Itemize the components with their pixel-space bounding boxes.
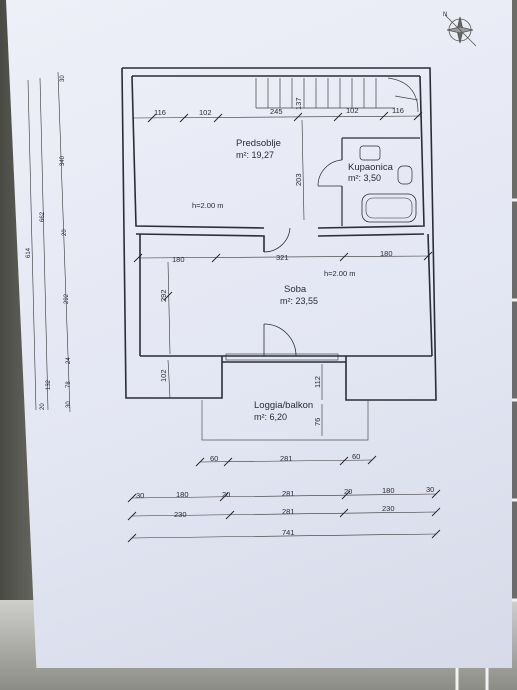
dim-label: 292 xyxy=(159,289,168,302)
dim-label: 20 xyxy=(40,403,46,410)
dim-label: 116 xyxy=(154,108,166,117)
dim-label: 230 xyxy=(174,510,187,519)
loggia-outline xyxy=(201,400,369,441)
walls xyxy=(121,67,437,401)
stairs xyxy=(255,77,419,113)
paper-sheet xyxy=(6,0,512,668)
bathroom xyxy=(317,137,420,226)
dim-label: 102 xyxy=(159,369,168,382)
doors xyxy=(225,227,339,361)
dim-label: 116 xyxy=(392,106,404,115)
dim-label: 662 xyxy=(40,211,46,222)
dim-label: 281 xyxy=(280,454,293,463)
dimension-ticks xyxy=(127,111,441,543)
room-name-predsoblje: Predsoblje xyxy=(236,138,281,149)
height-upper: h=2.00 m xyxy=(192,201,223,210)
height-lower: h=2.00 m xyxy=(324,269,355,278)
dim-label: 30 xyxy=(66,401,72,408)
dim-label: 102 xyxy=(346,106,359,115)
dim-label: 180 xyxy=(172,255,185,264)
dim-label: 137 xyxy=(294,97,303,110)
room-name-kupaonica: Kupaonica xyxy=(348,162,394,173)
dim-label: 340 xyxy=(60,155,66,166)
dim-label: 24 xyxy=(66,357,72,364)
dim-label: 30 xyxy=(426,485,434,494)
dim-label: 60 xyxy=(210,454,218,463)
dim-label: 60 xyxy=(352,452,360,461)
dim-label: 180 xyxy=(380,249,393,258)
dim-label: 614 xyxy=(26,247,32,258)
dim-label: 292 xyxy=(64,293,70,304)
dim-label: 741 xyxy=(282,528,295,537)
room-area-predsoblje: m²: 19,27 xyxy=(236,150,274,160)
dim-label: 245 xyxy=(270,107,283,116)
room-area-kupaonica: m²: 3,50 xyxy=(348,173,381,183)
dim-label: 20 xyxy=(62,229,68,236)
room-area-loggia: m²: 6,20 xyxy=(254,412,287,422)
dim-label: 30 xyxy=(136,491,144,500)
room-name-soba: Soba xyxy=(284,284,307,295)
dim-label: 281 xyxy=(282,489,295,498)
dimension-lines xyxy=(27,71,437,539)
dim-label: 76 xyxy=(313,418,322,426)
dim-label: 78 xyxy=(66,381,72,388)
room-name-loggia: Loggia/balkon xyxy=(254,400,313,411)
dim-label: 112 xyxy=(313,376,322,388)
compass-icon: N xyxy=(443,12,477,47)
compass-label: N xyxy=(443,12,447,18)
dim-label: 132 xyxy=(46,379,52,390)
dim-label: 321 xyxy=(276,253,289,262)
dim-label: 230 xyxy=(382,504,395,513)
dim-label: 102 xyxy=(199,108,212,117)
dim-label: 180 xyxy=(382,486,395,495)
dim-label: 281 xyxy=(282,507,295,516)
room-area-soba: m²: 23,55 xyxy=(280,296,318,306)
dim-label: 203 xyxy=(294,173,303,186)
dim-label: 20 xyxy=(222,490,230,499)
dim-label: 20 xyxy=(344,487,352,496)
dim-label: 180 xyxy=(176,490,189,499)
dim-label: 30 xyxy=(60,75,66,82)
